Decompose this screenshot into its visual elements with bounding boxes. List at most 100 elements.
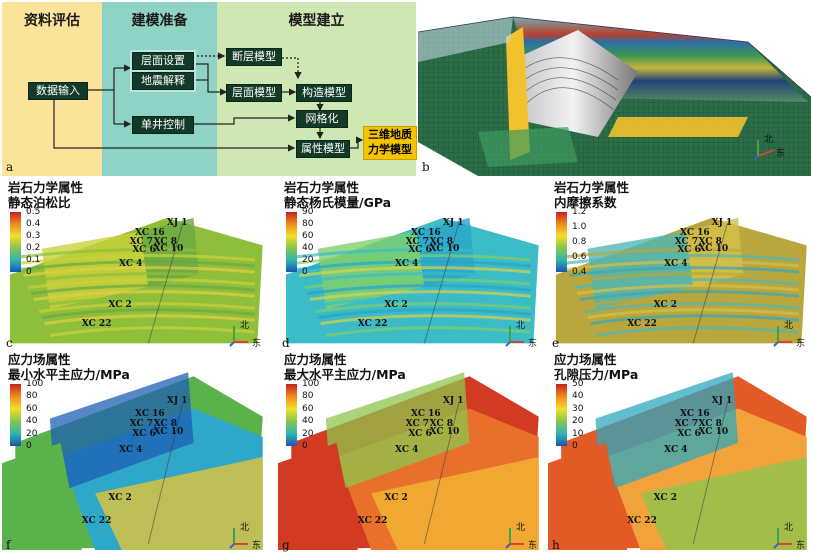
panel-title-line2: 最小水平主应力/MPa — [8, 367, 130, 382]
well-label: XC 4 — [664, 259, 688, 270]
panel-title-line2: 静态泊松比 — [8, 195, 71, 210]
panel-label-b: b — [422, 160, 430, 174]
compass-h: 北东 — [772, 520, 808, 551]
well-label: XC 2 — [653, 300, 677, 311]
colorbar-tick: 0 — [572, 441, 578, 451]
property-surface-f — [2, 372, 263, 550]
node-structure-model: 构造模型 — [296, 84, 352, 102]
well-label: XC 8 — [429, 236, 453, 247]
panel-title-line2: 孔隙压力/MPa — [554, 367, 639, 382]
colorbar-tick: 0 — [26, 441, 32, 451]
section-title-model-prep: 建模准备 — [131, 13, 188, 29]
colorbar-tick: 80 — [302, 219, 314, 229]
well-label: XC 10 — [698, 243, 729, 254]
colorbar-tick: 80 — [26, 391, 38, 402]
well-label: XC 6 — [677, 245, 701, 256]
colorbar-tick: 40 — [302, 243, 314, 253]
panel-label-g: g — [282, 538, 290, 552]
node-horizon-setting: 层面设置 — [130, 50, 196, 72]
colorbar-tick: 0.6 — [572, 252, 587, 262]
compass-east-label: 东 — [528, 339, 538, 349]
well-label: XC 10 — [153, 243, 184, 254]
well-label: XJ 1 — [166, 217, 188, 228]
colorbar-tick: 80 — [302, 391, 314, 402]
panel-title-line2: 最大水平主应力/MPa — [284, 367, 406, 382]
well-label: XC 22 — [357, 319, 388, 330]
colorbar-tick: 10 — [572, 428, 584, 439]
well-label: XC 22 — [81, 319, 112, 330]
section-title-model-build: 模型建立 — [288, 13, 345, 29]
colorbar-tick: 20 — [572, 416, 584, 427]
well-label: XC 16 — [411, 228, 441, 239]
panel-title-f: 应力场属性最小水平主应力/MPa — [8, 352, 130, 382]
panel-label-c: c — [6, 336, 13, 350]
workflow-diagram: 资料评估 建模准备 模型建立 — [2, 2, 417, 176]
property-surface-g — [278, 372, 539, 550]
panel-title-line1: 应力场属性 — [554, 352, 617, 367]
colorbar-tick: 0.3 — [26, 231, 41, 241]
colorbar-tick: 0.1 — [26, 255, 41, 265]
well-label: XC 10 — [698, 426, 729, 437]
well-label: XC 7 — [405, 418, 430, 429]
property-surface-c — [9, 217, 263, 344]
well-label: XC 6 — [132, 428, 156, 439]
compass-east-label: 东 — [796, 541, 806, 551]
compass-east-label: 东 — [252, 541, 262, 551]
panel-title-line1: 岩石力学属性 — [284, 180, 360, 195]
colorbar-tick: 60 — [302, 231, 314, 241]
compass-east-label: 东 — [252, 339, 262, 349]
colorbar-tick: 0 — [26, 267, 32, 277]
node-gridding: 网格化 — [296, 110, 348, 128]
node-3d-geomechanical-model: 三维地质 力学模型 — [363, 126, 417, 160]
colorbar-tick: 40 — [26, 416, 38, 427]
compass-east-label: 东 — [796, 339, 806, 349]
colorbar-tick: 60 — [302, 403, 314, 414]
well-label: XJ 1 — [442, 396, 464, 407]
colorbar-tick: 100 — [26, 379, 44, 389]
well-label: XJ 1 — [166, 396, 188, 407]
well-label: XC 10 — [153, 426, 184, 437]
compass-north-label: 北 — [784, 321, 794, 331]
colorbar-c — [10, 212, 21, 272]
panel-title-c: 岩石力学属性静态泊松比 — [8, 180, 83, 210]
well-label: XC 10 — [429, 426, 460, 437]
node-property-model: 属性模型 — [296, 140, 350, 158]
output-line-1: 三维地质 — [368, 128, 412, 141]
well-label: XC 2 — [108, 493, 132, 504]
well-label: XC 2 — [653, 493, 677, 504]
colorbar-tick: 50 — [572, 379, 584, 389]
well-label: XC 16 — [680, 228, 710, 239]
compass-g: 北东 — [504, 520, 540, 551]
well-label: XC 6 — [132, 245, 156, 256]
well-label: XJ 1 — [442, 217, 464, 228]
colorbar-tick: 1.0 — [572, 222, 587, 232]
well-label: XC 7 — [674, 418, 699, 429]
colorbar-tick: 1.2 — [572, 207, 587, 217]
well-label: XC 7 — [129, 236, 154, 247]
node-fault-model: 断层模型 — [226, 48, 282, 66]
compass-c: 北东 — [228, 318, 264, 349]
compass-east-label: 东 — [776, 149, 786, 159]
well-label: XC 8 — [429, 418, 453, 429]
compass-north-label: 北 — [516, 523, 526, 533]
well-label: XC 22 — [627, 319, 657, 330]
section-title-data-evaluation: 资料评估 — [24, 13, 80, 29]
well-label: XC 6 — [677, 428, 701, 439]
well-label: XC 7 — [405, 236, 430, 247]
well-label: XC 4 — [119, 444, 143, 455]
compass-north-label: 北 — [784, 523, 794, 533]
well-label: XC 6 — [408, 428, 432, 439]
colorbar-d — [286, 212, 297, 272]
compass-east-label: 东 — [528, 541, 538, 551]
colorbar-tick: 60 — [26, 403, 38, 414]
panel-title-line2: 内摩擦系数 — [554, 195, 617, 210]
colorbar-h — [556, 384, 567, 446]
property-surface-d — [285, 217, 539, 344]
compass-b: 北 东 — [752, 132, 788, 162]
panel-label-h: h — [552, 538, 560, 552]
well-label: XC 16 — [135, 408, 165, 419]
well-label: XC 4 — [664, 444, 688, 455]
